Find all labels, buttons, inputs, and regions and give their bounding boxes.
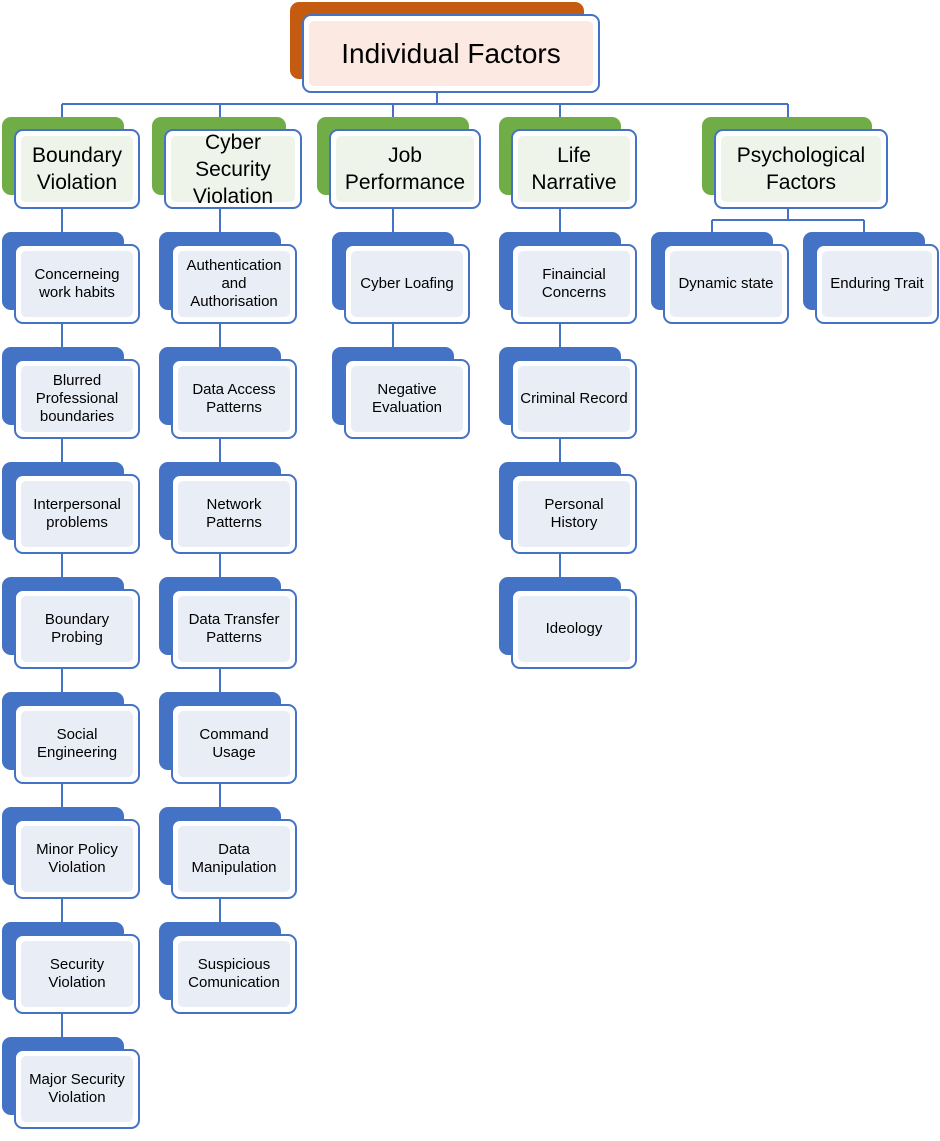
category-label: Life Narrative <box>531 144 617 194</box>
item-label: Data Transfer Patterns <box>188 611 280 646</box>
item-label: Enduring Trait <box>830 275 924 292</box>
item-label: Suspicious Comunication <box>188 956 280 991</box>
item-label: Blurred Professional boundaries <box>35 372 119 425</box>
item-label: Concerneing work habits <box>34 266 120 301</box>
item-label: Data Access Patterns <box>192 381 276 416</box>
item-label: Ideology <box>545 620 603 637</box>
item-label: Cyber Loafing <box>360 275 454 292</box>
item-label: Security Violation <box>48 956 106 991</box>
category-label: Psychological Factors <box>736 144 866 194</box>
item-label: Criminal Record <box>520 390 628 407</box>
item-label: Major Security Violation <box>29 1071 125 1106</box>
root-title: Individual Factors <box>341 37 561 69</box>
category-label: Boundary Violation <box>32 144 122 194</box>
item-label: Command Usage <box>199 726 269 761</box>
item-label: Negative Evaluation <box>371 381 443 416</box>
category-label: Job Performance <box>344 144 466 194</box>
item-label: Social Engineering <box>36 726 118 761</box>
item-label: Boundary Probing <box>44 611 110 646</box>
item-label: Finaincial Concerns <box>541 266 607 301</box>
item-label: Network Patterns <box>206 496 262 531</box>
category-label: Cyber Security Violation <box>192 130 274 208</box>
item-label: Interpersonal problems <box>33 496 121 531</box>
item-label: Personal History <box>544 496 604 531</box>
item-label: Dynamic state <box>678 275 774 292</box>
item-label: Minor Policy Violation <box>36 841 118 876</box>
item-label: Authentication and Authorisation <box>186 257 282 310</box>
item-label: Data Manipulation <box>191 841 277 876</box>
